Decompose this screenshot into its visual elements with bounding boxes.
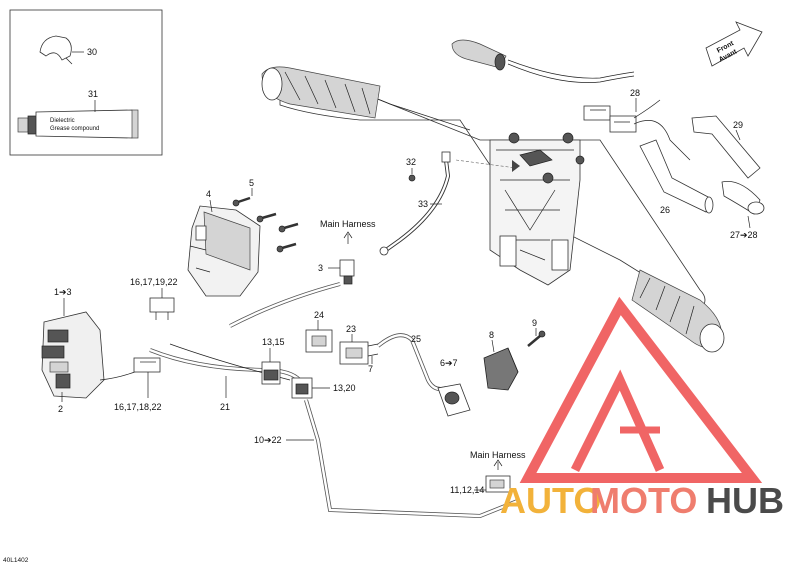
switch-part-1-3 [41,311,141,399]
part-8-knob [483,347,519,391]
pin-part-9 [527,330,546,347]
harness-part-10-22 [304,399,521,519]
ground-wire-part-33 [379,151,451,256]
clip-part-30 [39,35,84,65]
connector-part-16-17-18-22 [133,357,161,373]
inset-box: 30 Dielectric Grease compound 31 [9,9,163,156]
hose-part-26 [639,139,711,213]
handlebar-riser [489,132,585,286]
connector-part-3 [339,259,355,285]
callout-27-28: 27➔28 [730,230,758,240]
callout-4: 4 [206,189,211,199]
callout-8: 8 [489,330,494,340]
grease-tube-part-31: Dielectric Grease compound [17,109,139,139]
watermark-logo [519,296,763,483]
housing-part-4 [187,205,261,297]
connector-part-13-20 [291,377,313,399]
left-grip [261,66,381,119]
callout-11-12-14: 11,12,14 [450,485,484,495]
callout-13-15: 13,15 [262,337,285,347]
callout-30: 30 [87,47,97,57]
switch-part-6-7 [437,383,471,417]
callout-9: 9 [532,318,537,328]
callout-24: 24 [314,310,324,320]
watermark-brand-text: AUTO MOTO HUB [500,480,784,521]
connector-part-11-12-14 [485,475,511,493]
connector-part-24 [305,329,333,353]
callout-33: 33 [418,199,428,209]
front-direction-arrow: Front Avant [705,21,763,67]
callout-16-17-19-22: 16,17,19,22 [130,277,178,287]
callout-3: 3 [318,263,323,273]
callout-21: 21 [220,402,230,412]
main-harness-label-bottom: Main Harness [470,450,526,460]
callout-1-3: 1➔3 [54,287,72,297]
callout-29: 29 [733,120,743,130]
right-grip [631,269,725,353]
callout-28: 28 [630,88,640,98]
callout-32: 32 [406,157,416,167]
callout-13-20: 13,20 [333,383,356,393]
screws-part-5 [232,196,299,253]
brand-hub: HUB [706,480,784,521]
tube-label-line-2: Grease compound [50,126,99,132]
document-code: 40L1402 [3,557,29,564]
callout-10-22: 10➔22 [254,435,282,445]
callout-6-7: 6➔7 [440,358,458,368]
callout-23: 23 [346,324,356,334]
brand-moto: MOTO [590,480,697,521]
callout-5: 5 [249,178,254,188]
connector-part-23 [339,341,379,365]
callout-7: 7 [368,364,373,374]
callout-26: 26 [660,205,670,215]
hose-part-29 [691,115,761,179]
brand-auto: AUTO [500,480,601,521]
screw-part-32 [408,174,416,182]
callout-16-17-18-22: 16,17,18,22 [114,402,162,412]
handlebar [261,39,725,353]
tube-label-line-1: Dielectric [50,118,75,124]
callout-25: 25 [411,334,421,344]
connector-part-16-17-19-22 [149,297,175,320]
callout-2: 2 [58,404,63,414]
connector-part-28 [583,99,691,161]
connector-part-13-15 [261,361,281,385]
callout-31: 31 [88,89,98,99]
main-harness-label-top: Main Harness [320,219,376,229]
